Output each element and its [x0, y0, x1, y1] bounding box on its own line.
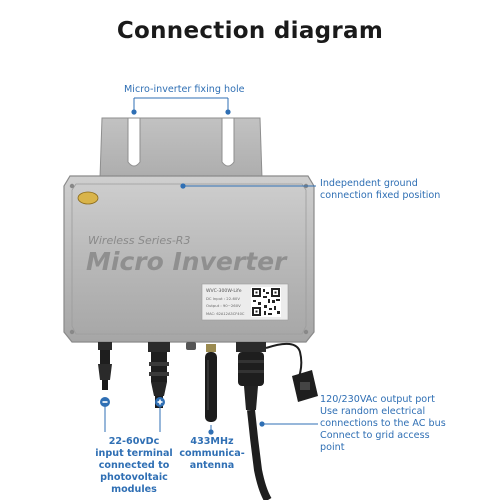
callout-line: 433MHz [190, 436, 234, 447]
marker-dot [259, 421, 265, 427]
callout-line: point [320, 442, 345, 453]
screw [69, 329, 75, 335]
callout-output-port: 120/230VAc output port Use random electr… [320, 394, 446, 454]
callout-line: 22-60vDc [108, 436, 160, 447]
callout-line: connected to [98, 460, 170, 471]
qr-code-icon [251, 287, 281, 317]
callout-line: Connect to grid access [320, 430, 430, 441]
callout-line: modules [111, 484, 157, 495]
vent-plug [186, 342, 196, 350]
brand-logo-icon [77, 191, 99, 205]
fixing-hole-left [127, 117, 141, 167]
ac-cable [247, 409, 272, 500]
callout-ground: Independent ground connection fixed posi… [320, 178, 440, 202]
callout-fixing-hole: Micro-inverter fixing hole [124, 84, 245, 96]
device-name-text: Micro Inverter [86, 247, 288, 276]
spec-line: WVC-300W-Life [206, 288, 242, 294]
callout-line: communica- [179, 448, 245, 459]
callout-line: 120/230VAc output port [320, 394, 435, 405]
callout-dc-input: 22-60vDc input terminal connected to pho… [72, 436, 196, 496]
callout-line: connection fixed position [320, 190, 441, 201]
spec-line: DC Input : 22-60V [206, 296, 240, 301]
callout-line: Use random electrical [320, 406, 426, 417]
callout-line: connections to the AC bus [320, 418, 446, 429]
marker-dot [180, 183, 186, 189]
callout-antenna: 433MHz communica- antenna [172, 436, 252, 472]
callout-line: antenna [189, 460, 235, 471]
marker-dot [225, 109, 231, 115]
device-series-text: Wireless Series-R3 [88, 234, 190, 247]
marker-dot [131, 109, 137, 115]
screw [69, 183, 75, 189]
spec-line: MAC: 62A12A3CF40C [206, 312, 245, 316]
spec-label: WVC-300W-Life DC Input : 22-60V Output :… [201, 283, 289, 321]
negative-terminal-icon [100, 397, 110, 407]
positive-terminal-icon [155, 397, 165, 407]
callout-line: photovoltaic [100, 472, 168, 483]
mounting-bracket [99, 117, 263, 179]
page-title: Connection diagram [116, 18, 384, 44]
ac-output-connector [236, 342, 318, 500]
spec-line: Output : 90~260V [206, 303, 241, 308]
callout-text: Micro-inverter fixing hole [124, 84, 245, 95]
marker-dot [208, 429, 214, 435]
antenna-icon [205, 344, 217, 422]
screw [303, 329, 309, 335]
callout-line: Independent ground [320, 178, 418, 189]
fixing-hole-right [221, 117, 235, 167]
callout-line: input terminal [95, 448, 173, 459]
